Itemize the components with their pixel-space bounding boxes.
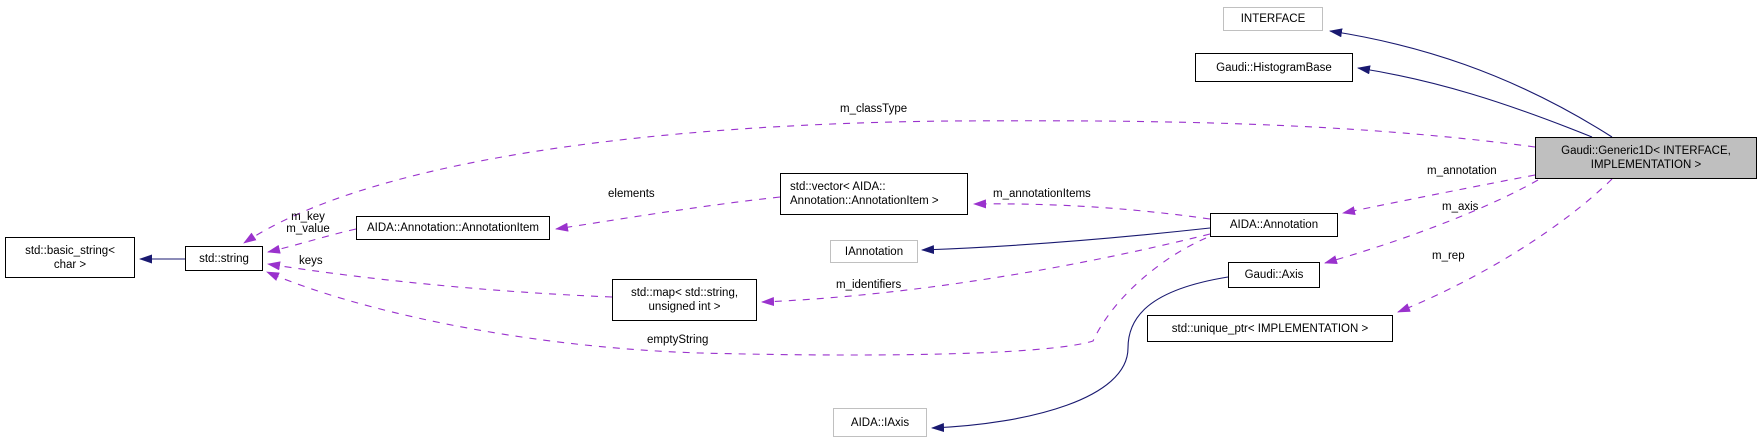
edge-emptystring bbox=[266, 237, 1207, 356]
node-annotation-item-label: AIDA::Annotation::AnnotationItem bbox=[367, 222, 539, 234]
node-basic-string[interactable]: std::basic_string< char > bbox=[5, 237, 135, 278]
node-vector-annotationitem-label: std::vector< AIDA:: Annotation::Annotati… bbox=[790, 181, 939, 207]
node-unique-ptr-label: std::unique_ptr< IMPLEMENTATION > bbox=[1171, 322, 1369, 335]
edge-m-axis bbox=[1324, 179, 1539, 265]
edge-m-rep bbox=[1397, 178, 1613, 313]
node-string[interactable]: std::string bbox=[185, 246, 263, 271]
node-string-label: std::string bbox=[199, 252, 249, 265]
edge-elements bbox=[555, 196, 781, 232]
edge-label-elements: elements bbox=[608, 188, 655, 200]
node-axis[interactable]: Gaudi::Axis bbox=[1228, 262, 1320, 288]
edge-label-m-axis: m_axis bbox=[1442, 201, 1479, 213]
node-axis-label: Gaudi::Axis bbox=[1244, 269, 1304, 281]
edge-m-identifiers bbox=[761, 233, 1211, 306]
edge-label-m-classtype: m_classType bbox=[840, 103, 908, 115]
edge-m-classtype bbox=[243, 120, 1536, 244]
node-map[interactable]: std::map< std::string, unsigned int > bbox=[612, 279, 757, 321]
edge-annotation-iannotation bbox=[921, 227, 1211, 255]
edge-label-m-rep: m_rep bbox=[1432, 250, 1465, 262]
edge-label-m-key-m-value: m_key m_value bbox=[286, 211, 330, 235]
edge-m-key-m-value bbox=[267, 228, 357, 254]
node-annotation-label: AIDA::Annotation bbox=[1229, 219, 1319, 231]
edge-m-annotation bbox=[1342, 174, 1536, 216]
node-generic1d-label: Gaudi::Generic1D< INTERFACE, IMPLEMENTAT… bbox=[1561, 145, 1731, 171]
node-iannotation-label: IAnnotation bbox=[844, 245, 904, 258]
node-annotation-item[interactable]: AIDA::Annotation::AnnotationItem bbox=[356, 216, 550, 240]
node-iaxis[interactable]: AIDA::IAxis bbox=[833, 408, 927, 437]
edge-label-emptystring: emptyString bbox=[647, 334, 709, 346]
node-unique-ptr[interactable]: std::unique_ptr< IMPLEMENTATION > bbox=[1147, 315, 1393, 342]
edge-label-keys: keys bbox=[299, 255, 323, 267]
node-interface-label: INTERFACE bbox=[1240, 13, 1306, 25]
node-vector-annotationitem[interactable]: std::vector< AIDA:: Annotation::Annotati… bbox=[780, 173, 968, 215]
edge-label-m-annotationitems: m_annotationItems bbox=[993, 188, 1091, 200]
node-histogram-base[interactable]: Gaudi::HistogramBase bbox=[1195, 53, 1353, 82]
node-map-label: std::map< std::string, unsigned int > bbox=[630, 287, 739, 313]
edge-generic1d-interface bbox=[1329, 28, 1613, 138]
edge-m-annotationitems bbox=[973, 199, 1211, 220]
node-iaxis-label: AIDA::IAxis bbox=[850, 416, 910, 429]
node-annotation[interactable]: AIDA::Annotation bbox=[1210, 213, 1338, 237]
edge-keys bbox=[267, 261, 613, 298]
edge-label-m-annotation: m_annotation bbox=[1427, 165, 1497, 177]
node-generic1d[interactable]: Gaudi::Generic1D< INTERFACE, IMPLEMENTAT… bbox=[1535, 137, 1757, 179]
node-basic-string-label: std::basic_string< char > bbox=[25, 244, 115, 271]
edge-axis-iaxis bbox=[931, 276, 1229, 433]
node-iannotation[interactable]: IAnnotation bbox=[830, 240, 918, 263]
node-histogram-base-label: Gaudi::HistogramBase bbox=[1216, 61, 1332, 74]
node-interface[interactable]: INTERFACE bbox=[1223, 7, 1323, 31]
edge-generic1d-histogrambase bbox=[1357, 65, 1593, 138]
edge-label-m-identifiers: m_identifiers bbox=[836, 279, 902, 291]
